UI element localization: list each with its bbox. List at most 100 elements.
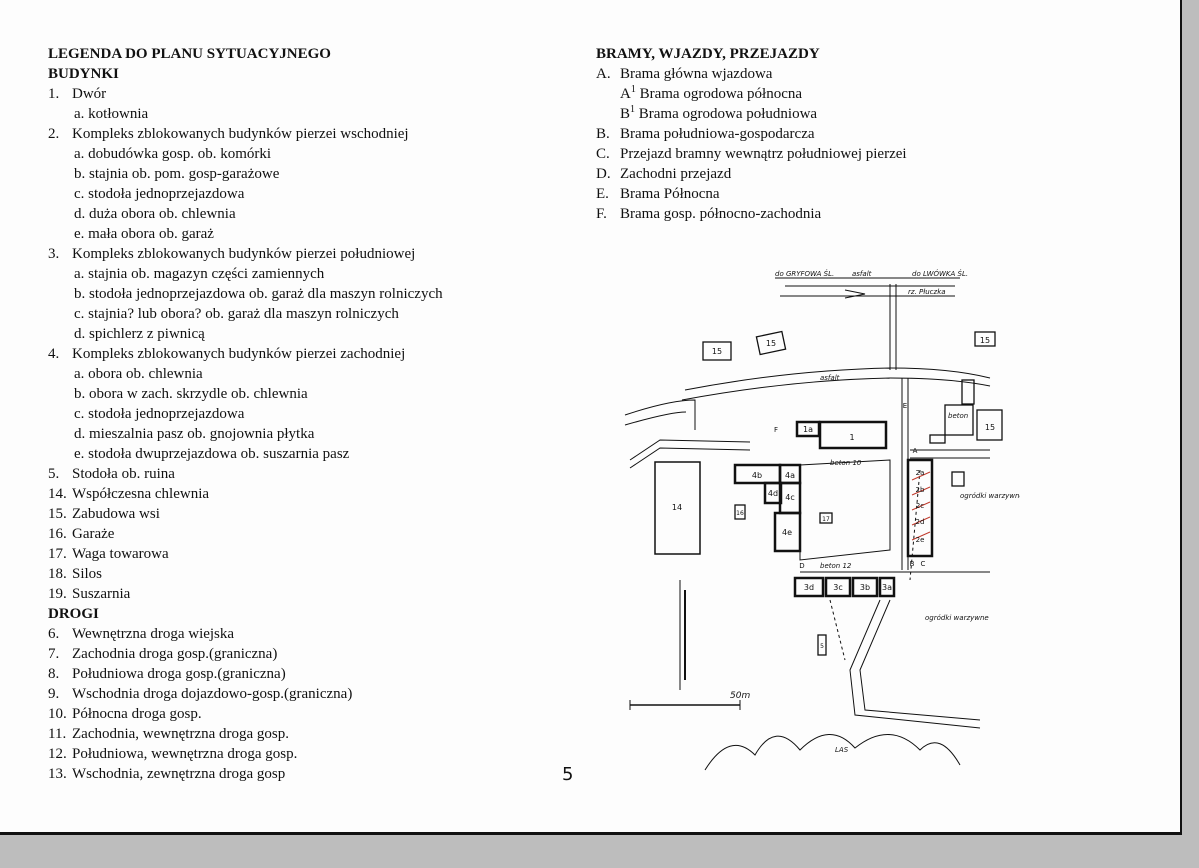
map-building-17 (819, 512, 833, 524)
map-building-16 (929, 434, 946, 444)
building-text: Suszarnia (72, 586, 131, 602)
road-text: Wewnętrzna droga wiejska (72, 626, 235, 642)
building-text: Zabudowa wsi (72, 506, 160, 522)
map-label-b3b: 3b (860, 583, 870, 592)
gate-text: Brama Północna (620, 186, 720, 202)
building-number: 3. (48, 246, 60, 262)
building-subitem: c. stajnia? lub obora? ob. garaż dla mas… (74, 306, 399, 322)
map-building-14 (654, 461, 701, 555)
building-subitem: e. mała obora ob. garaż (74, 226, 214, 242)
building-subitem: d. mieszalnia pasz ob. gnojownia płytka (74, 426, 315, 442)
road-text: Wschodnia droga dojazdowo-gosp.(graniczn… (72, 686, 353, 702)
gate-text: Brama południowa-gospodarcza (620, 126, 815, 142)
building-subitem: c. stodoła jednoprzejazdowa (74, 406, 245, 422)
road-item: 8. Południowa droga gosp.(graniczna) (48, 664, 548, 684)
map-label-b5: 5 (820, 643, 824, 650)
buildings-heading: BUDYNKI (48, 66, 119, 82)
map-label-to-lwowek: do LWÓWKA ŚL. (912, 269, 968, 278)
map-building-4e (773, 511, 802, 553)
road-text: Południowa droga gosp.(graniczna) (72, 666, 286, 682)
map-label-beton-10: beton 10 (830, 459, 862, 467)
building-text: Stodoła ob. ruina (72, 466, 175, 482)
building-text: Dwór (72, 86, 107, 102)
gate-code: A. (596, 66, 611, 82)
map-label-b1: 1 (849, 433, 854, 442)
road-text: Zachodnia, wewnętrzna droga gosp. (72, 726, 290, 742)
map-label-b17: 17 (822, 516, 830, 523)
map-hatch (911, 486, 931, 496)
road-item: 7.Zachodnia droga gosp.(graniczna) (48, 644, 548, 664)
building-number: 15. (48, 506, 67, 522)
map-forest-outline (704, 734, 961, 771)
building-number: 19. (48, 586, 67, 602)
building-number: 4. (48, 346, 60, 362)
gate-text: Brama ogrodowa południowa (638, 106, 818, 122)
map-path (909, 469, 921, 581)
road-text: Południowa, wewnętrzna droga gosp. (72, 746, 298, 762)
map-label-b2b: 2b (916, 486, 925, 494)
map-label-b4b: 4b (752, 471, 762, 480)
gate-text: Brama gosp. północno-zachodnia (620, 206, 822, 222)
map-village-road (681, 377, 991, 401)
map-label-b2e: 2e (916, 536, 925, 544)
building-number: 17. (48, 546, 67, 562)
building-number: 2. (48, 126, 60, 142)
site-plan-map: do GRYFOWA ŚL. asfalt do LWÓWKA ŚL. rz. … (624, 269, 1020, 771)
gate-code: A (620, 86, 631, 102)
map-building-19 (961, 379, 975, 405)
legend-title: LEGENDA DO PLANU SYTUACYJNEGO (48, 46, 331, 62)
road-number: 10. (48, 706, 67, 722)
building-text: Garaże (72, 526, 115, 542)
map-south-road (849, 599, 981, 729)
road-number: 8. (48, 666, 60, 682)
gate-code: D. (596, 166, 611, 182)
map-label-b16: 16 (736, 510, 744, 517)
gate-text: Zachodni przejazd (620, 166, 732, 182)
map-path (829, 599, 846, 661)
map-arrow (844, 289, 866, 299)
map-building-15 (755, 330, 787, 356)
map-label-beton-right: beton (948, 412, 968, 420)
gates-heading: BRAMY, WJAZDY, PRZEJAZDY (596, 46, 820, 62)
map-label-beton-12: beton 12 (820, 562, 852, 570)
building-text: Kompleks zblokowanych budynków pierzei w… (72, 126, 409, 142)
map-hatch (911, 501, 931, 511)
map-label-gate-a: A (913, 447, 918, 455)
road-text: Północna droga gosp. (72, 706, 202, 722)
road-text: Zachodnia droga gosp.(graniczna) (72, 646, 278, 662)
gate-item: D. Zachodni przejazd (596, 164, 1016, 184)
building-text: Silos (72, 566, 103, 582)
map-label-b15: 15 (980, 336, 990, 345)
building-text: Waga towarowa (72, 546, 169, 562)
building-number: 18. (48, 566, 67, 582)
building-item: 15. Zabudowa wsi (48, 504, 548, 524)
map-label-b2a: 2a (916, 469, 925, 477)
map-label-gate-c: C (921, 560, 926, 568)
building-item: 14.Współczesna chlewnia (48, 484, 548, 504)
gate-code: E. (596, 186, 609, 202)
building-subitem: c. stodoła jednoprzejazdowa (74, 186, 245, 202)
map-label-gate-b: B (910, 560, 915, 568)
map-label-b3c: 3c (833, 583, 843, 592)
roads-heading: DROGI (48, 606, 99, 622)
map-west-road (624, 411, 687, 426)
map-label-forest: LAS (835, 746, 849, 754)
building-text: Kompleks zblokowanych budynków pierzei p… (72, 246, 416, 262)
map-label-asphalt-2: asfalt (820, 374, 840, 382)
map-label-b15: 15 (766, 339, 776, 348)
road-number: 12. (48, 746, 67, 762)
map-building-beton (944, 404, 974, 436)
map-label-gardens-east: ogródki warzywne (960, 492, 1020, 500)
map-label-gate-f: F (774, 426, 778, 434)
map-courtyard (799, 459, 891, 561)
map-west-road (629, 439, 751, 461)
road-number: 11. (48, 726, 67, 742)
map-complex-2 (906, 458, 934, 558)
building-subitem: a. kotłownia (74, 106, 149, 122)
map-building-1a (795, 420, 821, 438)
building-number: 5. (48, 466, 60, 482)
road-item: 9.Wschodnia droga dojazdowo-gosp.(granic… (48, 684, 548, 704)
